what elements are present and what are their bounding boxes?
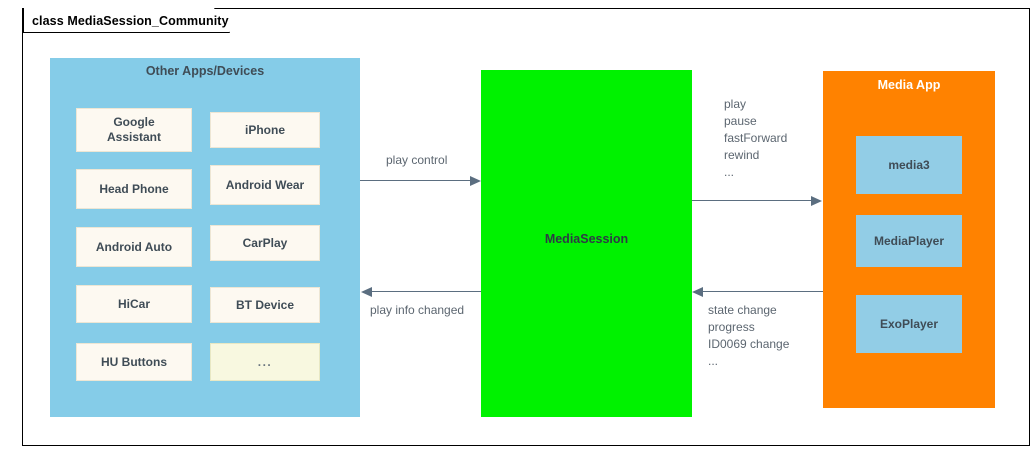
device-card-android-wear[interactable]: Android Wear <box>210 165 320 205</box>
device-card-label: ... <box>257 354 273 369</box>
device-card-label: BT Device <box>235 297 295 312</box>
device-card-label: Android Auto <box>95 239 173 254</box>
connector-arrow-play-control <box>470 175 481 186</box>
uml-frame-border <box>22 8 1030 446</box>
device-card-google-assistant[interactable]: Google Assistant <box>76 108 192 152</box>
device-card-iphone[interactable]: iPhone <box>210 112 320 148</box>
device-card-head-phone[interactable]: Head Phone <box>76 169 192 209</box>
player-box-label: ExoPlayer <box>879 317 939 331</box>
connector-line-state-updates <box>703 291 823 293</box>
uml-frame-tab <box>22 8 230 33</box>
device-card-bt-device[interactable]: BT Device <box>210 287 320 323</box>
device-card-carplay[interactable]: CarPlay <box>210 225 320 261</box>
connector-label-state-updates: state change progress ID0069 change ... <box>708 303 790 369</box>
connector-arrow-play-info-changed <box>361 286 372 297</box>
connector-arrow-state-updates <box>692 286 703 297</box>
player-box-label: MediaPlayer <box>873 234 945 248</box>
device-card-more[interactable]: ... <box>210 343 320 381</box>
player-box-exoplayer[interactable]: ExoPlayer <box>856 295 962 353</box>
connector-label-transport-controls: play pause fastForward rewind ... <box>724 97 788 180</box>
connector-arrow-transport-controls <box>811 195 822 206</box>
player-box-mediaplayer[interactable]: MediaPlayer <box>856 215 962 267</box>
connector-line-play-info-changed <box>372 291 481 293</box>
uml-frame-title: class MediaSession_Community <box>32 13 229 28</box>
connector-line-play-control <box>360 180 472 182</box>
other-apps-devices-title: Other Apps/Devices <box>145 64 265 78</box>
device-card-label: Google Assistant <box>106 115 162 144</box>
player-box-media3[interactable]: media3 <box>856 136 962 194</box>
player-box-label: media3 <box>888 158 930 172</box>
connector-line-transport-controls <box>692 200 812 202</box>
media-app-title: Media App <box>877 78 941 92</box>
mediasession-node[interactable] <box>481 70 692 417</box>
device-card-hicar[interactable]: HiCar <box>76 285 192 323</box>
device-card-label: Android Wear <box>225 177 305 192</box>
device-card-label: HiCar <box>117 296 150 311</box>
device-card-label: CarPlay <box>242 235 288 250</box>
device-card-hu-buttons[interactable]: HU Buttons <box>76 343 192 381</box>
mediasession-label: MediaSession <box>544 232 629 246</box>
device-card-label: HU Buttons <box>101 354 167 369</box>
connector-label-play-control: play control <box>386 153 448 167</box>
connector-label-play-info-changed: play info changed <box>370 303 465 317</box>
device-card-android-auto[interactable]: Android Auto <box>76 227 192 267</box>
device-card-label: iPhone <box>244 122 285 137</box>
device-card-label: Head Phone <box>99 181 169 196</box>
